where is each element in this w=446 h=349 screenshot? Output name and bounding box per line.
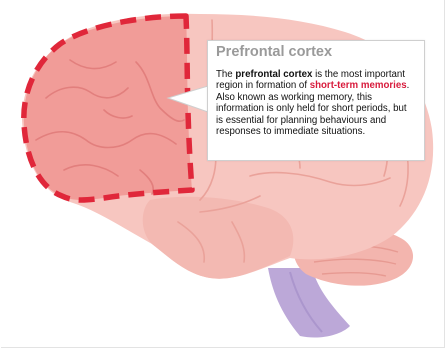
temporal-lobe [142,196,294,279]
callout-body: The prefrontal cortex is the most import… [216,69,416,137]
prefrontal-dashed-outline [21,13,195,203]
callout-text-2: is the most important region in formatio… [216,69,405,92]
callout-text-1: The [216,69,236,80]
brainstem [268,268,350,338]
prefrontal-folds [35,59,185,195]
callout-text-3: . Also known as working memory, this inf… [216,80,410,138]
callout-highlight: short-term memories [309,80,407,92]
prefrontal-region [23,16,193,200]
callout-term: prefrontal cortex [235,69,313,80]
info-callout: Prefrontal cortex The prefrontal cortex … [207,40,425,161]
callout-title: Prefrontal cortex [216,44,333,60]
brainstem-shade [289,271,323,333]
